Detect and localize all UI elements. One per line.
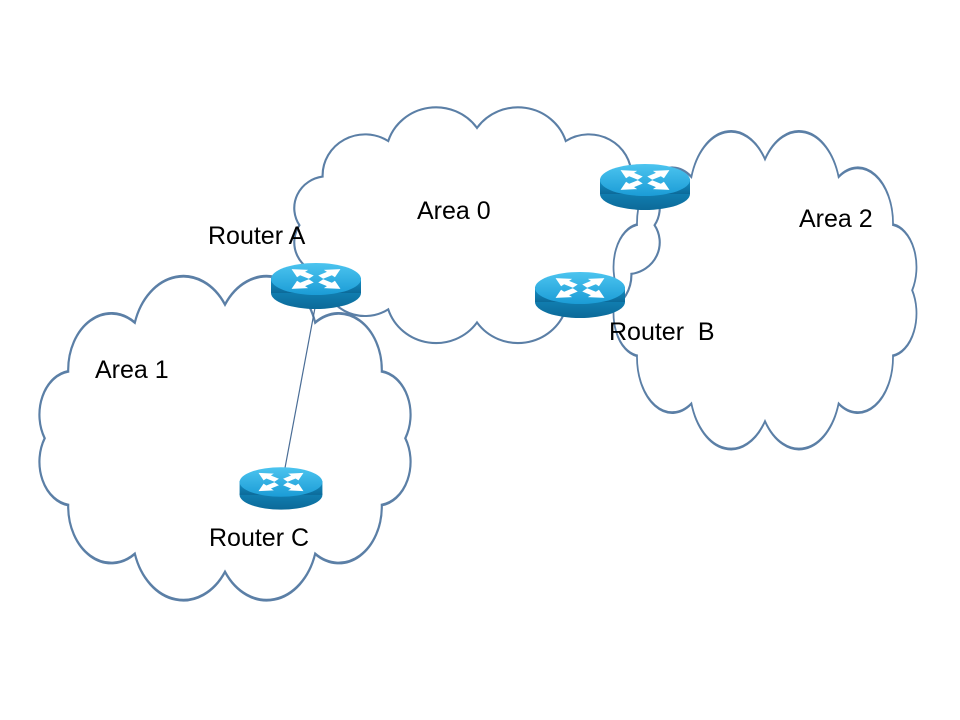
area-0-label: Area 0 — [417, 197, 491, 225]
router-unlabeled-icon — [600, 164, 690, 210]
area-1-label: Area 1 — [95, 356, 169, 384]
router-c-icon — [240, 467, 323, 509]
router-a-label: Router A — [208, 222, 306, 250]
area-2-label: Area 2 — [799, 205, 873, 233]
router-b-label: Router B — [609, 318, 715, 346]
link-router-a-to-router-c — [284, 296, 318, 469]
router-c-label: Router C — [209, 524, 309, 552]
router-b-icon — [535, 272, 625, 318]
router-a-icon — [271, 263, 361, 309]
